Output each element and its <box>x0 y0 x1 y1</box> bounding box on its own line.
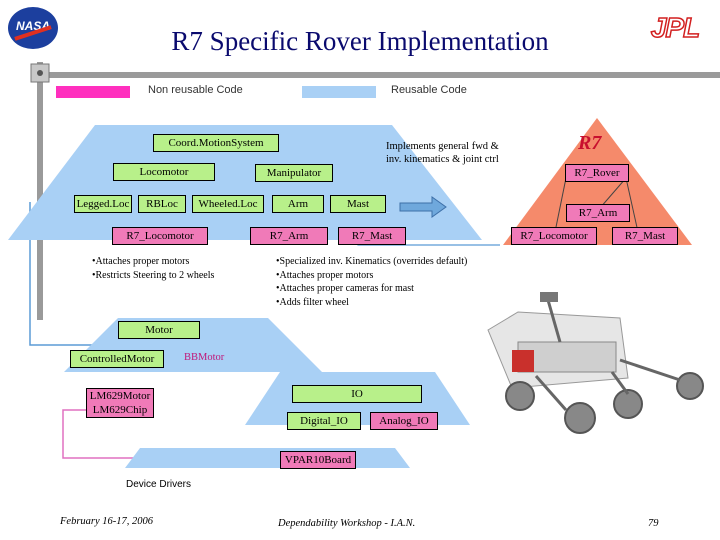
motor-box: Motor <box>118 321 200 339</box>
lm629-motor-label: LM629Motor <box>89 390 151 402</box>
locomotor-box: Locomotor <box>113 163 215 181</box>
kinematics-note-line: Implements general fwd & <box>386 141 499 152</box>
nasa-logo: NASA <box>8 7 58 49</box>
bullet-item: •Specialized inv. Kinematics (overrides … <box>276 256 468 267</box>
legend-label-non-reusable: Non reusable Code <box>148 84 243 96</box>
digital-io-box: Digital_IO <box>287 412 361 430</box>
bbmotor-label: BBMotor <box>184 352 225 363</box>
bullet-item: •Restricts Steering to 2 wheels <box>92 269 215 281</box>
bullet-item: •Attaches proper cameras for mast <box>276 283 414 294</box>
kinematics-note: Implements general fwd & inv. kinematics… <box>386 140 499 166</box>
io-box: IO <box>292 385 422 403</box>
arm-mast-bullets: •Specialized inv. Kinematics (overrides … <box>276 255 467 309</box>
bullet-item: •Attaches proper motors <box>92 256 190 267</box>
r7-rover-box: R7_Rover <box>565 164 629 182</box>
mast-box: Mast <box>330 195 386 213</box>
manipulator-box: Manipulator <box>255 164 333 182</box>
bullet-item: •Adds filter wheel <box>276 296 349 308</box>
device-drivers-label: Device Drivers <box>126 479 192 490</box>
legend-label-reusable: Reusable Code <box>391 84 467 96</box>
kinematics-note-line: inv. kinematics & joint ctrl <box>386 154 499 165</box>
r7-heading: R7 <box>578 132 602 154</box>
legend-swatch-reusable <box>302 86 376 98</box>
triangle-r7-locomotor-box: R7_Locomotor <box>511 227 597 245</box>
bullet-item: •Attaches proper motors <box>276 269 374 281</box>
controlled-motor-box: ControlledMotor <box>70 350 164 368</box>
r7-mast-box: R7_Mast <box>338 227 406 245</box>
analog-io-box: Analog_IO <box>370 412 438 430</box>
rbloc-box: RBLoc <box>138 195 186 213</box>
r7-locomotor-box: R7_Locomotor <box>112 227 208 245</box>
footer-date: February 16-17, 2006 <box>60 516 154 527</box>
vpar10board-box: VPAR10Board <box>280 451 356 469</box>
arm-box: Arm <box>272 195 324 213</box>
triangle-r7-mast-box: R7_Mast <box>612 227 678 245</box>
page-number: 79 <box>648 518 659 529</box>
footer-event: Dependability Workshop - I.A.N. <box>278 518 416 529</box>
triangle-r7-arm-box: R7_Arm <box>566 204 630 222</box>
lm629-chip-label: LM629Chip <box>92 404 148 416</box>
rover-illustration <box>487 292 704 434</box>
coord-motion-system-box: Coord.MotionSystem <box>153 134 279 152</box>
jpl-logo: JPL <box>650 11 701 44</box>
r7-arm-box: R7_Arm <box>250 227 328 245</box>
page-title: R7 Specific Rover Implementation <box>171 26 549 56</box>
locomotor-bullets: •Attaches proper motors •Restricts Steer… <box>92 255 214 282</box>
legged-loc-box: Legged.Loc <box>74 195 132 213</box>
legend-swatch-non-reusable <box>56 86 130 98</box>
lm629-box: LM629Motor LM629Chip <box>86 388 154 418</box>
wheeled-loc-box: Wheeled.Loc <box>192 195 264 213</box>
